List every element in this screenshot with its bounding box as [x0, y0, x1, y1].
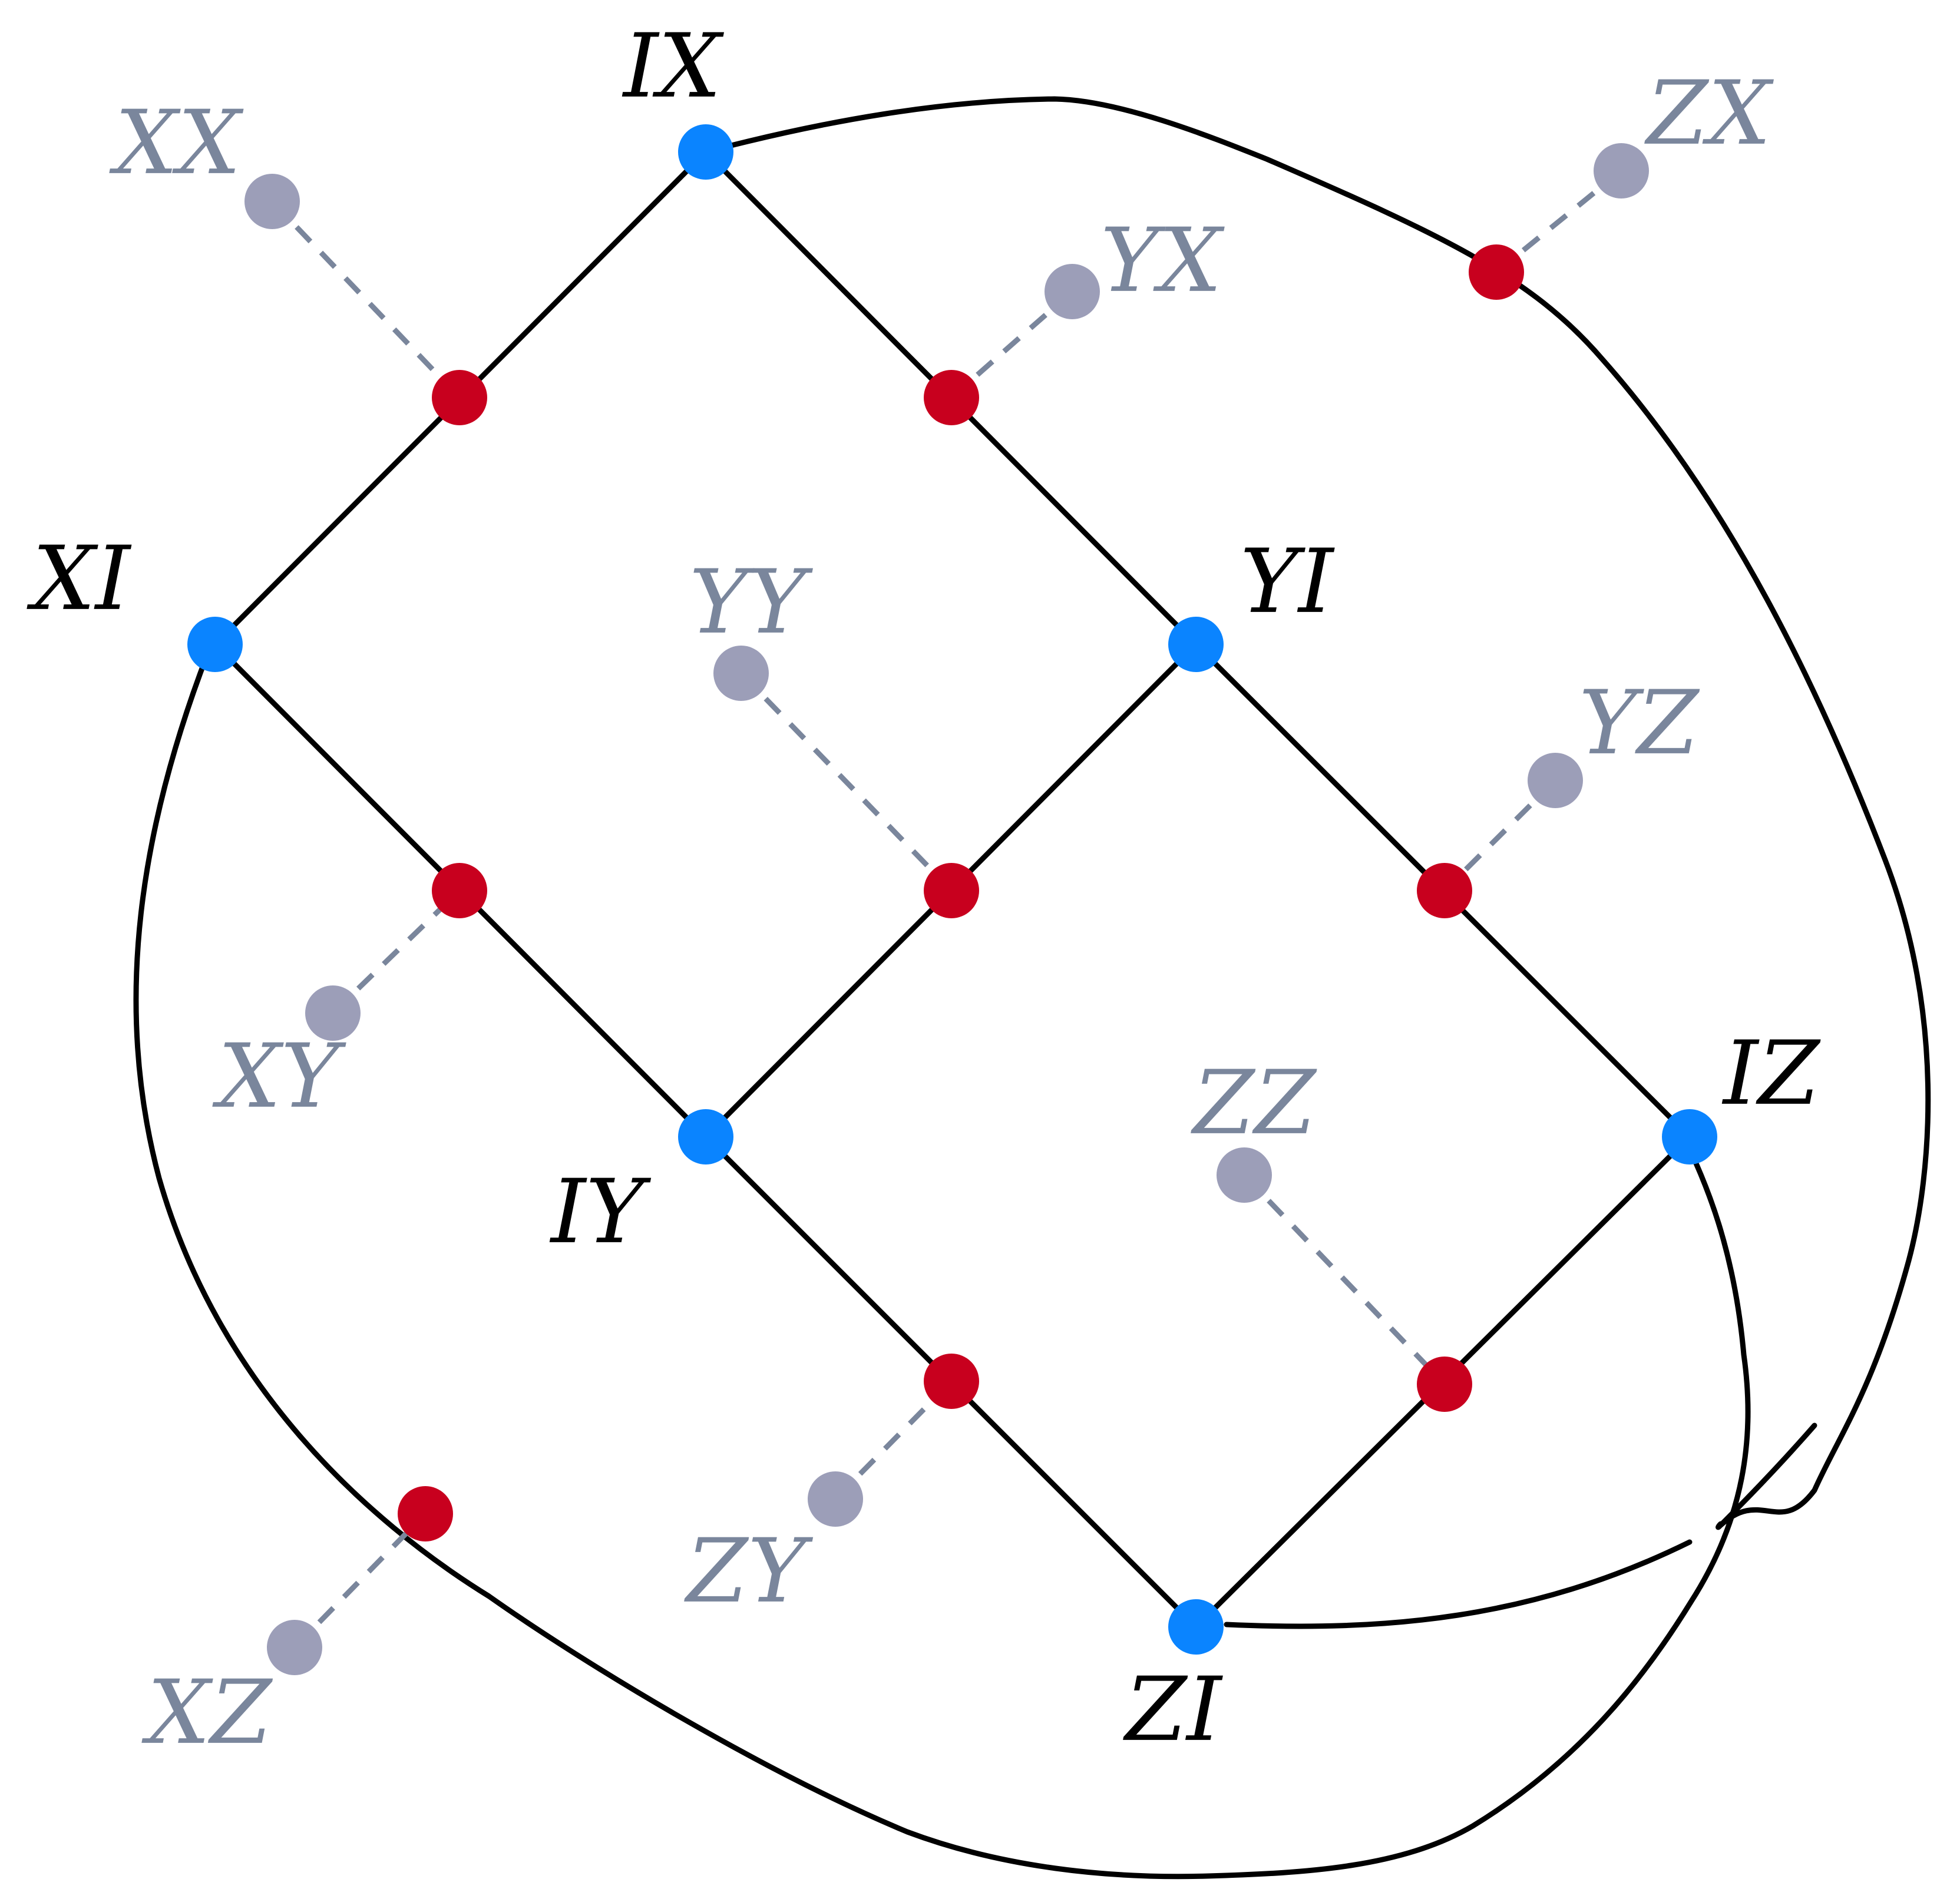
label-yx: YX [1100, 210, 1225, 312]
label-zi: ZI [1123, 1659, 1223, 1761]
secondary-node-yy [713, 646, 769, 701]
middle-node-iz-zi [1417, 1357, 1472, 1412]
dash-yz [1442, 778, 1558, 893]
label-yi: YI [1240, 531, 1335, 633]
primary-node-yi [1168, 617, 1224, 672]
secondary-node-xz [267, 1620, 322, 1675]
secondary-node-zy [808, 1471, 863, 1527]
dash-zz [1242, 1173, 1447, 1387]
primary-nodes [187, 124, 1717, 1655]
label-zz: ZZ [1191, 1052, 1317, 1154]
primary-node-iy [678, 1109, 733, 1165]
secondary-node-zx [1594, 143, 1649, 199]
primary-node-iz [1662, 1109, 1717, 1165]
primary-node-ix [678, 124, 733, 180]
middle-node-xi-iy [432, 863, 487, 918]
label-yz: YZ [1579, 672, 1700, 775]
secondary-node-zz [1217, 1147, 1272, 1203]
secondary-node-xy [305, 985, 361, 1041]
label-xx: XX [109, 92, 244, 194]
dash-zy [833, 1379, 954, 1501]
middle-node-ix-yi [924, 370, 979, 425]
middle-node-yi-iy [924, 863, 979, 918]
label-xi: XI [27, 528, 132, 630]
curve-ix-iz [703, 96, 1931, 1530]
label-zx: ZX [1644, 62, 1774, 165]
dash-yy [739, 671, 954, 893]
dash-xx [270, 199, 462, 400]
middle-nodes [398, 244, 1524, 1541]
label-ix: IX [622, 15, 724, 118]
middle-node-xi-zi [398, 1486, 453, 1541]
secondary-node-yx [1045, 264, 1100, 319]
secondary-node-xx [244, 174, 300, 229]
dash-xz [292, 1511, 428, 1650]
label-iy: IY [549, 1161, 651, 1263]
label-zy: ZY [684, 1520, 813, 1623]
label-yy: YY [689, 551, 813, 654]
primary-labels: IX XI YI IY IZ ZI [27, 15, 1821, 1761]
middle-node-iy-zi [924, 1354, 979, 1409]
secondary-nodes [244, 143, 1649, 1675]
middle-node-yi-iz [1417, 863, 1472, 918]
secondary-node-yz [1528, 753, 1583, 808]
middle-node-ix-iz [1469, 244, 1524, 300]
label-xy: XY [212, 1025, 346, 1128]
dashed-connectors [270, 168, 1623, 1650]
primary-node-zi [1168, 1599, 1224, 1655]
primary-node-xi [187, 617, 243, 672]
dash-zx [1495, 168, 1623, 274]
label-xz: XZ [141, 1662, 273, 1764]
label-iz: IZ [1721, 1023, 1821, 1125]
dash-yx [950, 289, 1074, 400]
secondary-labels: XX YX ZX YY YZ XY ZZ ZY XZ [109, 62, 1774, 1764]
curve-zi-cross [1224, 1539, 1693, 1629]
middle-node-ix-xi [432, 370, 487, 425]
dash-xy [330, 888, 462, 1015]
curve-xi-zi [133, 647, 1751, 1880]
